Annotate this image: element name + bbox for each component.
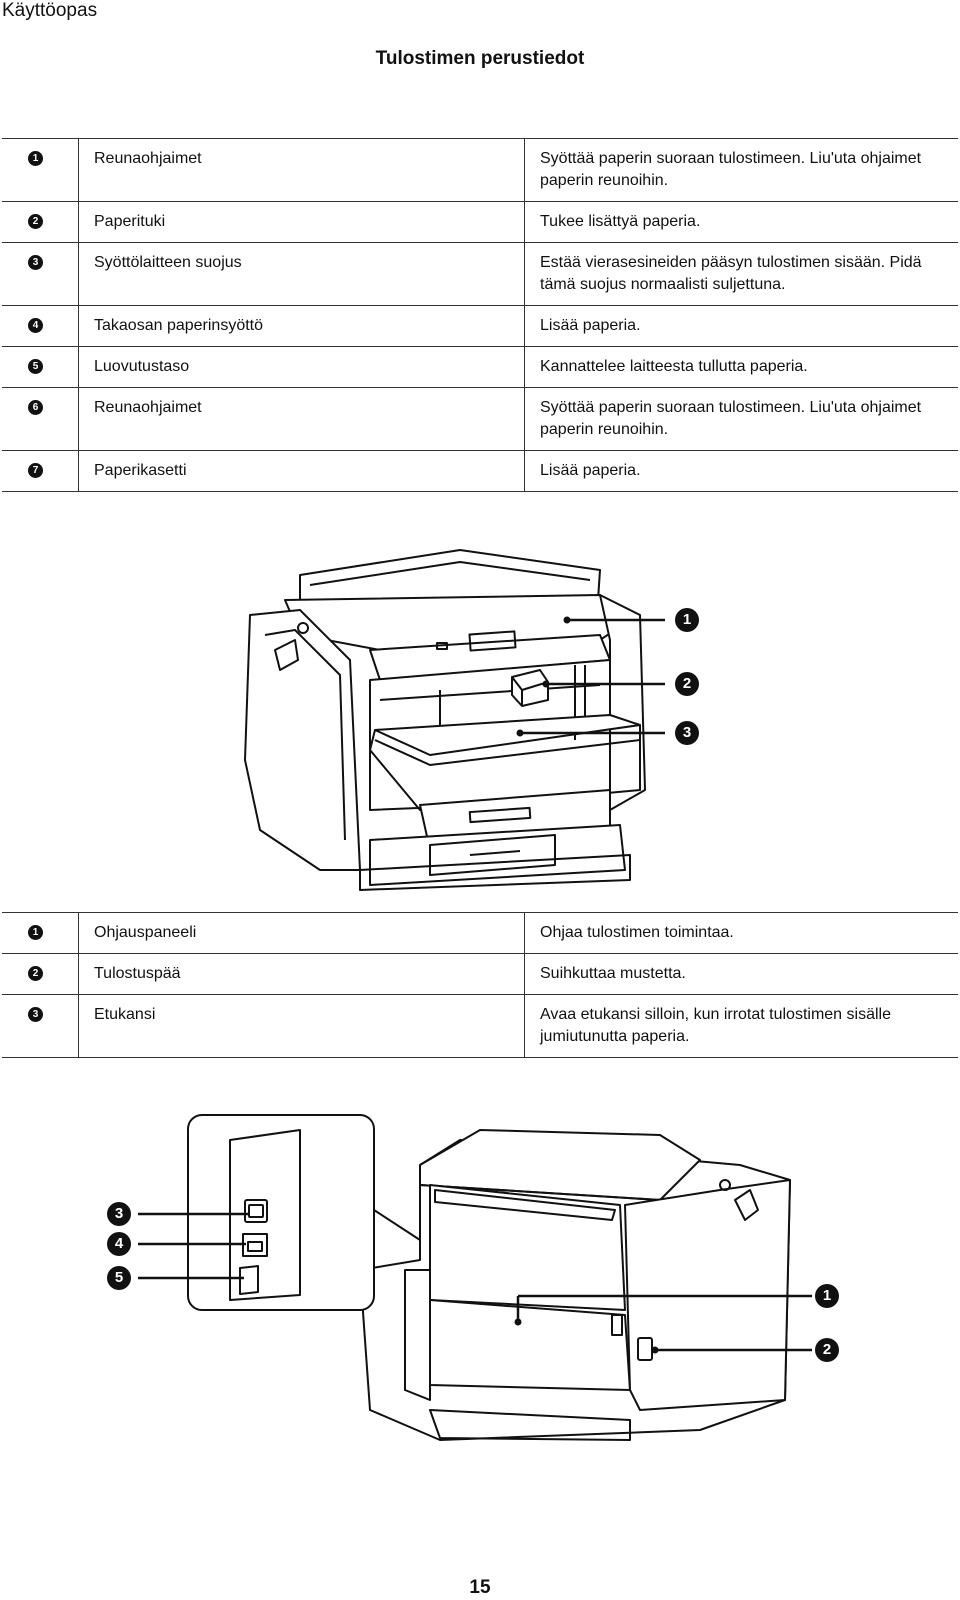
callout-badge: 7 [28,463,43,479]
table-row: 2 Tulostuspää Suihkuttaa mustetta. [2,953,958,995]
table-row: 1 Ohjauspaneeli Ohjaa tulostimen toimint… [2,912,958,954]
callout-badge: 5 [28,359,43,375]
table-row: 3 Etukansi Avaa etukansi silloin, kun ir… [2,994,958,1058]
part-name: Paperikasetti [78,450,525,492]
callout-badge: 4 [107,1232,131,1256]
table-row: 1 Reunaohjaimet Syöttää paperin suoraan … [2,138,958,202]
printer-front-drawing [244,549,665,891]
page-title: Tulostimen perustiedot [375,48,585,69]
table-row: 4 Takaosan paperinsyöttö Lisää paperia. [2,305,958,347]
callout-badge: 1 [815,1284,839,1308]
table-row: 2 Paperituki Tukee lisättyä paperia. [2,201,958,243]
callout-badge: 4 [28,318,43,334]
part-name: Luovutustaso [78,346,525,388]
callout-badge: 1 [28,925,43,941]
part-name: Takaosan paperinsyöttö [78,305,525,347]
table-row: 6 Reunaohjaimet Syöttää paperin suoraan … [2,387,958,451]
callout-badge: 2 [28,966,43,982]
parts-table-2: 1 Ohjauspaneeli Ohjaa tulostimen toimint… [2,912,958,1058]
part-name: Paperituki [78,201,525,243]
callout-badge: 2 [28,214,43,230]
header-label: Käyttöopas [2,0,98,21]
part-description: Lisää paperia. [524,450,958,492]
page-number: 15 [469,1577,491,1598]
parts-table-1: 1 Reunaohjaimet Syöttää paperin suoraan … [2,138,958,492]
callout-badge: 2 [815,1338,839,1362]
callout-badge: 1 [675,608,699,632]
table-row: 7 Paperikasetti Lisää paperia. [2,450,958,492]
part-description: Tukee lisättyä paperia. [524,201,958,243]
part-description: Lisää paperia. [524,305,958,347]
part-name: Reunaohjaimet [78,387,525,451]
part-description: Suihkuttaa mustetta. [524,953,958,995]
part-description: Kannattelee laitteesta tullutta paperia. [524,346,958,388]
part-name: Etukansi [78,994,525,1058]
printer-front-illustration: 1 2 3 [0,540,960,900]
part-description: Estää vierasesineiden pääsyn tulostimen … [524,242,958,306]
callout-badge: 3 [28,1007,43,1023]
callout-badge: 6 [28,400,43,416]
callout-badge: 3 [675,721,699,745]
part-name: Ohjauspaneeli [78,912,525,954]
callout-badge: 2 [675,672,699,696]
part-name: Reunaohjaimet [78,138,525,202]
part-description: Avaa etukansi silloin, kun irrotat tulos… [524,994,958,1058]
callout-badge: 3 [107,1202,131,1226]
table-row: 3 Syöttölaitteen suojus Estää vierasesin… [2,242,958,306]
callout-badge: 5 [107,1266,131,1290]
table-row: 5 Luovutustaso Kannattelee laitteesta tu… [2,346,958,388]
part-description: Ohjaa tulostimen toimintaa. [524,912,958,954]
part-description: Syöttää paperin suoraan tulostimeen. Liu… [524,138,958,202]
callout-badge: 3 [28,255,43,271]
printer-rear-illustration: 3 4 5 1 2 [0,1110,960,1460]
callout-badge: 1 [28,151,43,167]
part-description: Syöttää paperin suoraan tulostimeen. Liu… [524,387,958,451]
part-name: Tulostuspää [78,953,525,995]
part-name: Syöttölaitteen suojus [78,242,525,306]
printer-rear-drawing [138,1114,812,1441]
